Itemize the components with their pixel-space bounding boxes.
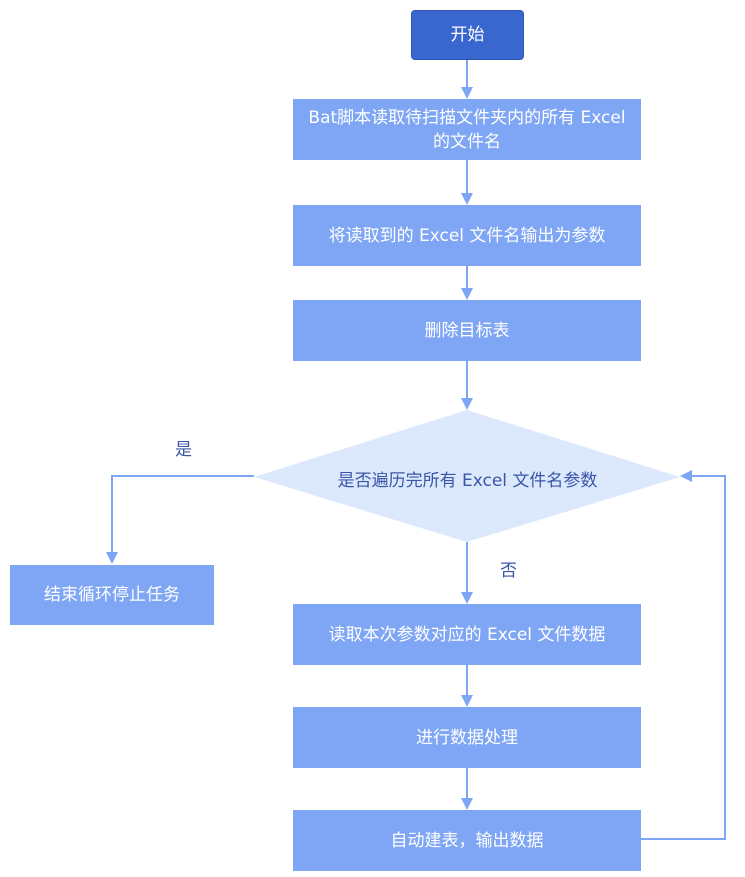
read-files-node-label: Bat脚本读取待扫描文件夹内的所有 Excel 的文件名 [308,107,626,152]
yes-edge-label: 是 [175,440,192,460]
read-data-node: 读取本次参数对应的 Excel 文件数据 [293,604,641,665]
decision-diamond [254,410,680,542]
read-data-node-label: 读取本次参数对应的 Excel 文件数据 [328,624,606,645]
delete-table-node: 删除目标表 [293,300,641,361]
arrow-decision-yes [106,475,254,564]
process-data-node-label: 进行数据处理 [416,727,518,748]
create-table-node-label: 自动建表，输出数据 [390,830,544,851]
start-node-label: 开始 [450,25,485,45]
read-files-node: Bat脚本读取待扫描文件夹内的所有 Excel 的文件名 [293,99,641,160]
no-edge-label: 否 [500,561,517,581]
end-loop-node-label: 结束循环停止任务 [44,585,180,605]
decision-node-label: 是否遍历完所有 Excel 文件名参数 [337,470,598,491]
arrow-loop-back [641,470,726,840]
delete-table-node-label: 删除目标表 [424,320,510,341]
output-params-node-label: 将读取到的 Excel 文件名输出为参数 [328,225,606,246]
process-data-node: 进行数据处理 [293,707,641,768]
create-table-node: 自动建表，输出数据 [293,810,641,871]
output-params-node: 将读取到的 Excel 文件名输出为参数 [293,205,641,266]
start-node: 开始 [411,10,524,60]
end-loop-node: 结束循环停止任务 [10,565,214,625]
